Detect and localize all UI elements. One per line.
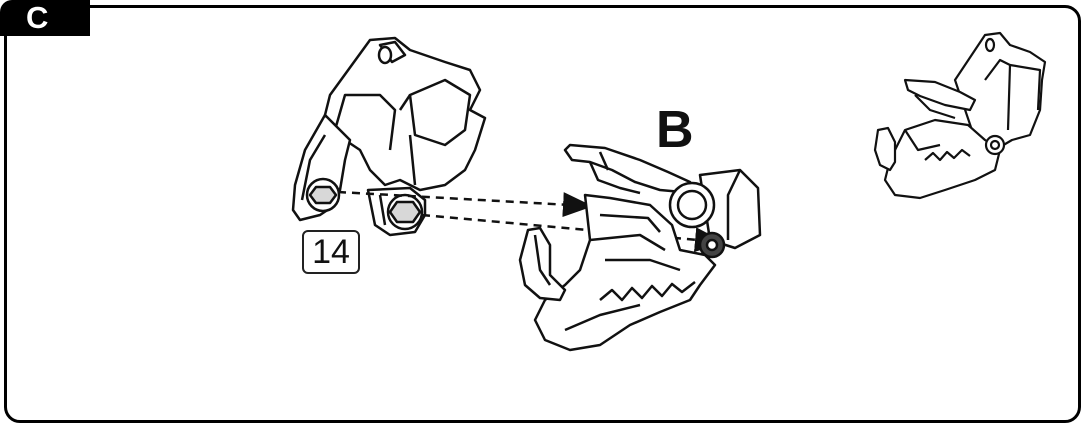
wrench-size-value: 14 bbox=[312, 233, 350, 271]
bracket-with-hex-bolts-icon bbox=[291, 36, 487, 237]
part-label-b: B bbox=[656, 101, 694, 159]
dashed-arrow-icon bbox=[337, 190, 725, 253]
step-letter-tab: C bbox=[0, 0, 90, 36]
step-letter: C bbox=[26, 0, 49, 35]
instruction-frame bbox=[4, 5, 1081, 423]
assembled-clamp-icon bbox=[873, 31, 1047, 200]
wrench-size-box: 14 bbox=[302, 230, 360, 274]
rail-clamp-assembly-icon bbox=[518, 143, 762, 352]
